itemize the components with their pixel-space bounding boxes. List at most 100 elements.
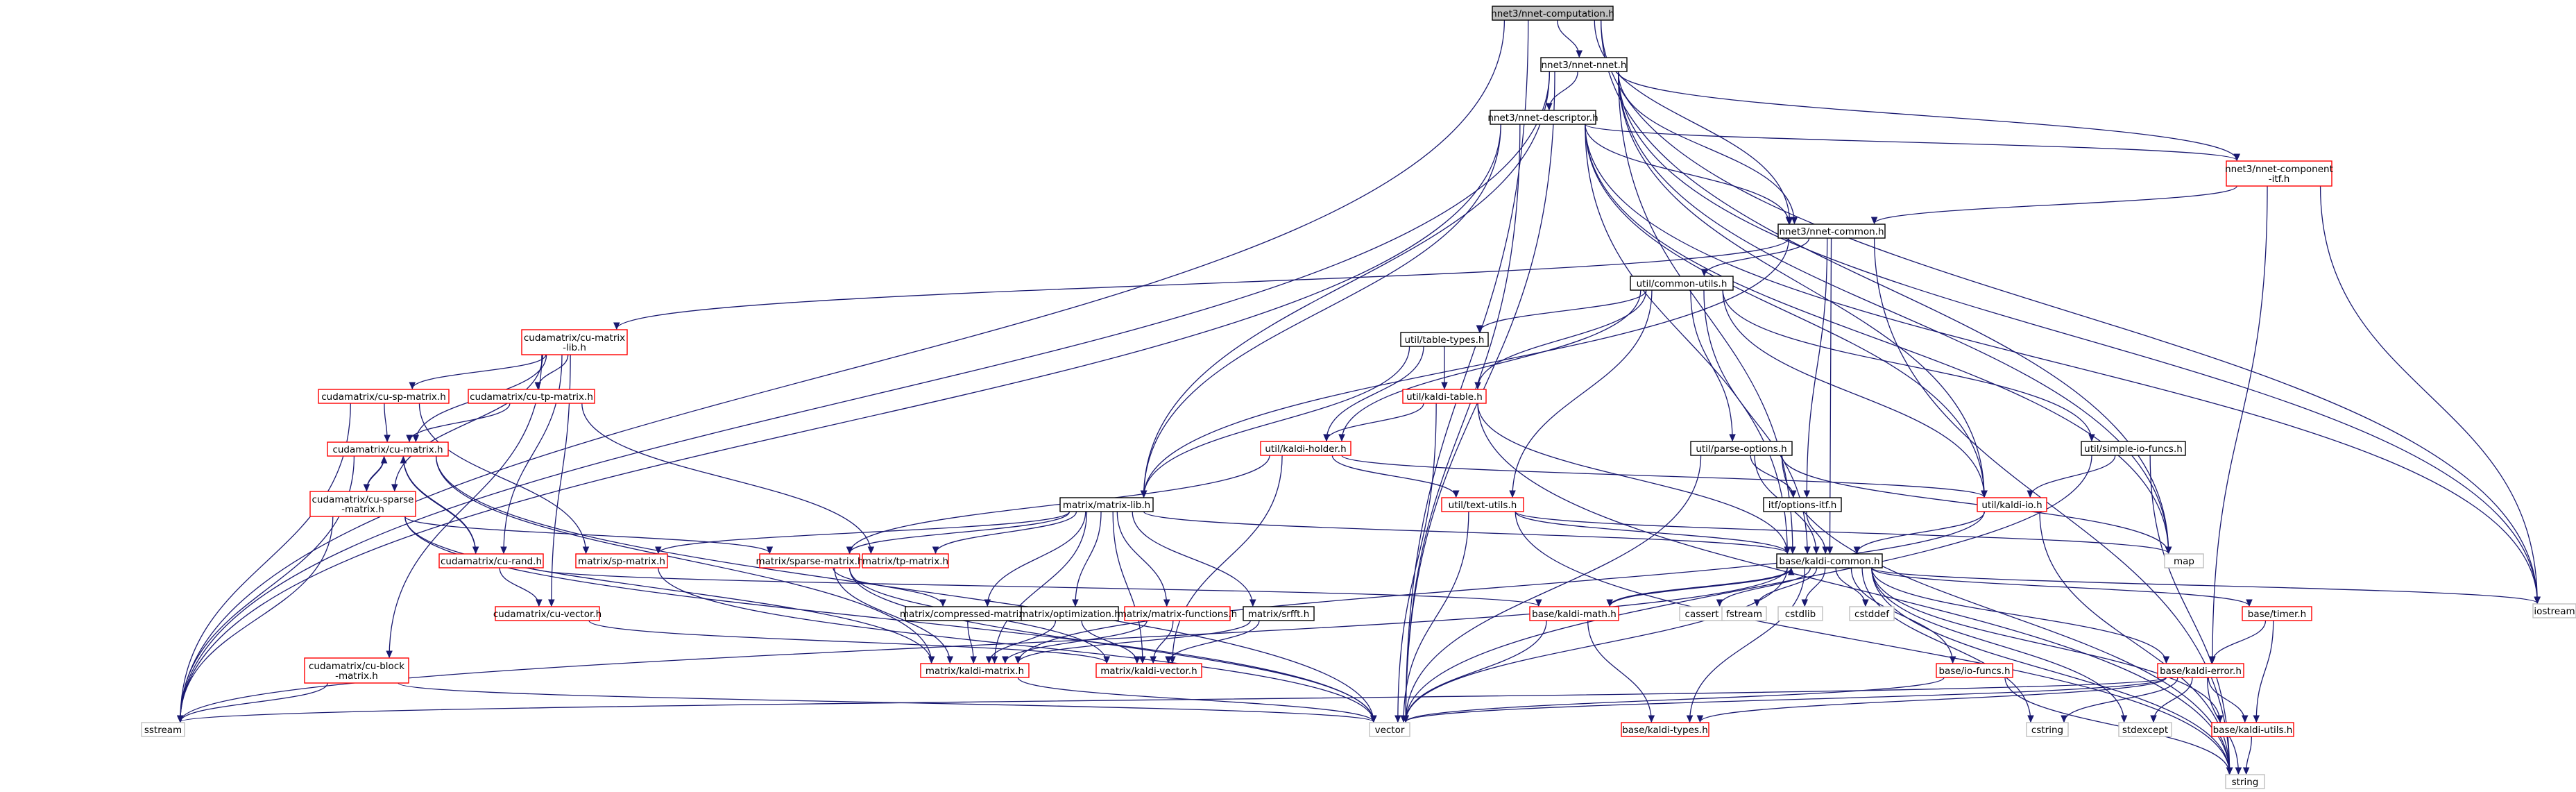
node-m_tp[interactable]: matrix/tp-matrix.h — [862, 553, 949, 568]
node-n_common[interactable]: nnet3/nnet-common.h — [1777, 224, 1886, 239]
node-c_cublock[interactable]: cudamatrix/cu-block-matrix.h — [304, 657, 409, 684]
node-u_table[interactable]: util/table-types.h — [1400, 332, 1489, 347]
edge-m_optim-to-m_kmat — [985, 620, 1057, 664]
edge-n_nnet-to-n_common — [1617, 71, 1798, 225]
edge-b_iofuncs-to-s_vector — [1402, 677, 1945, 723]
node-label: util/parse-options.h — [1696, 444, 1786, 455]
edge-m_lib-to-m_compr — [984, 511, 1086, 607]
edge-m_compr-to-m_kmat — [967, 620, 977, 664]
node-box — [1021, 606, 1119, 621]
node-label: matrix/compressed-matrix.h — [900, 609, 1033, 620]
edge-b_error-to-s_sstream — [177, 677, 2167, 723]
node-b_timer[interactable]: base/timer.h — [2242, 606, 2312, 621]
node-m_func[interactable]: matrix/matrix-functions.h — [1118, 606, 1237, 621]
node-i_opt[interactable]: itf/options-itf.h — [1763, 497, 1842, 512]
node-u_holder[interactable]: util/kaldi-holder.h — [1260, 441, 1351, 456]
node-label: nnet3/nnet-computation.h — [1491, 8, 1614, 19]
node-box — [1776, 553, 1883, 568]
edge-b_common-to-b_math — [1606, 567, 1792, 607]
node-box — [1095, 663, 1202, 678]
edge-u_kio-to-b_common — [1853, 511, 1986, 555]
node-n_compitf[interactable]: nnet3/nnet-component-itf.h — [2225, 160, 2333, 187]
node-box — [575, 553, 668, 568]
node-b_types[interactable]: base/kaldi-types.h — [1621, 722, 1709, 737]
node-box — [1936, 663, 2013, 678]
edge-b_common-to-b_timer — [1871, 567, 2253, 607]
node-box — [2164, 553, 2204, 568]
edge-b_common-to-b_types — [1686, 567, 1806, 723]
edge-n_desc-to-n_compitf — [1585, 124, 2240, 162]
edge-n_common-to-c_culib — [613, 237, 1790, 330]
node-c_cumat[interactable]: cudamatrix/cu-matrix.h — [327, 441, 449, 457]
node-c_cusp[interactable]: cudamatrix/cu-sp-matrix.h — [318, 389, 450, 404]
node-b_error[interactable]: base/kaldi-error.h — [2157, 663, 2244, 678]
edge-n_comp-to-n_common — [1594, 19, 1793, 225]
edge-n_desc-to-s_sstream — [177, 124, 1501, 723]
node-box — [2118, 722, 2172, 737]
node-box — [1402, 389, 1487, 404]
node-label: nnet3/nnet-nnet.h — [1542, 60, 1627, 71]
node-m_lib[interactable]: matrix/matrix-lib.h — [1059, 497, 1154, 512]
edge-b_error-to-b_utils — [2208, 677, 2249, 723]
edge-n_desc-to-s_vector — [1402, 124, 1521, 723]
node-box — [304, 657, 409, 684]
node-c_cuvec[interactable]: cudamatrix/cu-vector.h — [493, 606, 602, 621]
edge-n_common-to-u_common — [1700, 237, 1810, 277]
node-label: util/text-utils.h — [1449, 500, 1517, 511]
node-box — [2211, 722, 2294, 737]
node-b_common[interactable]: base/kaldi-common.h — [1776, 553, 1883, 568]
node-s_sstream: sstream — [141, 722, 185, 737]
edge-n_compitf-to-b_error — [2209, 185, 2268, 664]
nodes-layer: nnet3/nnet-computation.h nnet3/nnet-nnet.… — [141, 6, 2576, 789]
node-c_curand[interactable]: cudamatrix/cu-rand.h — [438, 553, 544, 568]
node-label: util/table-types.h — [1404, 335, 1484, 346]
node-s_stdexcept: stdexcept — [2118, 722, 2172, 737]
node-c_cusparse[interactable]: cudamatrix/cu-sparse-matrix.h — [309, 491, 416, 517]
node-box — [1441, 497, 1524, 512]
node-b_utils[interactable]: base/kaldi-utils.h — [2211, 722, 2294, 737]
node-b_math[interactable]: base/kaldi-math.h — [1529, 606, 1619, 621]
node-u_parse[interactable]: util/parse-options.h — [1690, 441, 1793, 456]
node-c_culib[interactable]: cudamatrix/cu-matrix-lib.h — [521, 329, 628, 355]
edge-n_compitf-to-s_iostream — [2319, 185, 2541, 605]
node-label: nnet3/nnet-component — [2225, 164, 2333, 175]
node-label: cstdlib — [1785, 609, 1816, 620]
node-m_sparse[interactable]: matrix/sparse-matrix.h — [756, 553, 864, 568]
node-m_sp[interactable]: matrix/sp-matrix.h — [575, 553, 668, 568]
node-label: map — [2174, 556, 2194, 567]
node-box — [1124, 606, 1231, 621]
edge-b_common-to-s_iostream — [1871, 567, 2541, 605]
node-label: -itf.h — [2269, 174, 2290, 185]
node-n_nnet[interactable]: nnet3/nnet-nnet.h — [1540, 57, 1628, 72]
edge-b_error-to-s_cstring — [2061, 677, 2178, 723]
node-u_ktable[interactable]: util/kaldi-table.h — [1402, 389, 1487, 404]
edge-b_timer-to-b_error — [2208, 620, 2267, 664]
node-u_simple[interactable]: util/simple-io-funcs.h — [2081, 441, 2186, 456]
node-m_kmat[interactable]: matrix/kaldi-matrix.h — [920, 663, 1030, 678]
edge-u_common-to-b_common — [1703, 289, 1811, 555]
node-label: nnet3/nnet-common.h — [1779, 226, 1884, 237]
node-label: cudamatrix/cu-sp-matrix.h — [321, 391, 446, 403]
edge-b_common-to-s_stdexcept — [1871, 567, 2128, 723]
node-label: -lib.h — [563, 342, 586, 353]
node-c_cutp[interactable]: cudamatrix/cu-tp-matrix.h — [468, 389, 595, 404]
node-u_kio[interactable]: util/kaldi-io.h — [1977, 497, 2047, 512]
node-m_compr[interactable]: matrix/compressed-matrix.h — [900, 606, 1033, 621]
node-m_optim[interactable]: matrix/optimization.h — [1019, 606, 1120, 621]
edge-m_lib-to-m_func — [1116, 511, 1170, 607]
edge-c_cublock-to-s_vector — [398, 682, 1377, 723]
node-u_common[interactable]: util/common-utils.h — [1630, 276, 1734, 291]
node-b_iofuncs[interactable]: base/io-funcs.h — [1936, 663, 2013, 678]
node-box — [920, 663, 1030, 678]
node-m_kvec[interactable]: matrix/kaldi-vector.h — [1095, 663, 1202, 678]
node-box — [2157, 663, 2244, 678]
node-n_desc[interactable]: nnet3/nnet-descriptor.h — [1487, 110, 1598, 125]
node-u_text[interactable]: util/text-utils.h — [1441, 497, 1524, 512]
node-label: util/kaldi-io.h — [1981, 500, 2042, 511]
node-label: cudamatrix/cu-matrix — [524, 332, 625, 344]
edge-u_ktable-to-u_holder — [1323, 403, 1424, 442]
node-label: matrix/srfft.h — [1248, 609, 1310, 620]
node-n_comp[interactable]: nnet3/nnet-computation.h — [1491, 6, 1614, 21]
edge-c_culib-to-c_cublock — [386, 354, 543, 659]
node-m_srfft[interactable]: matrix/srfft.h — [1243, 606, 1315, 621]
